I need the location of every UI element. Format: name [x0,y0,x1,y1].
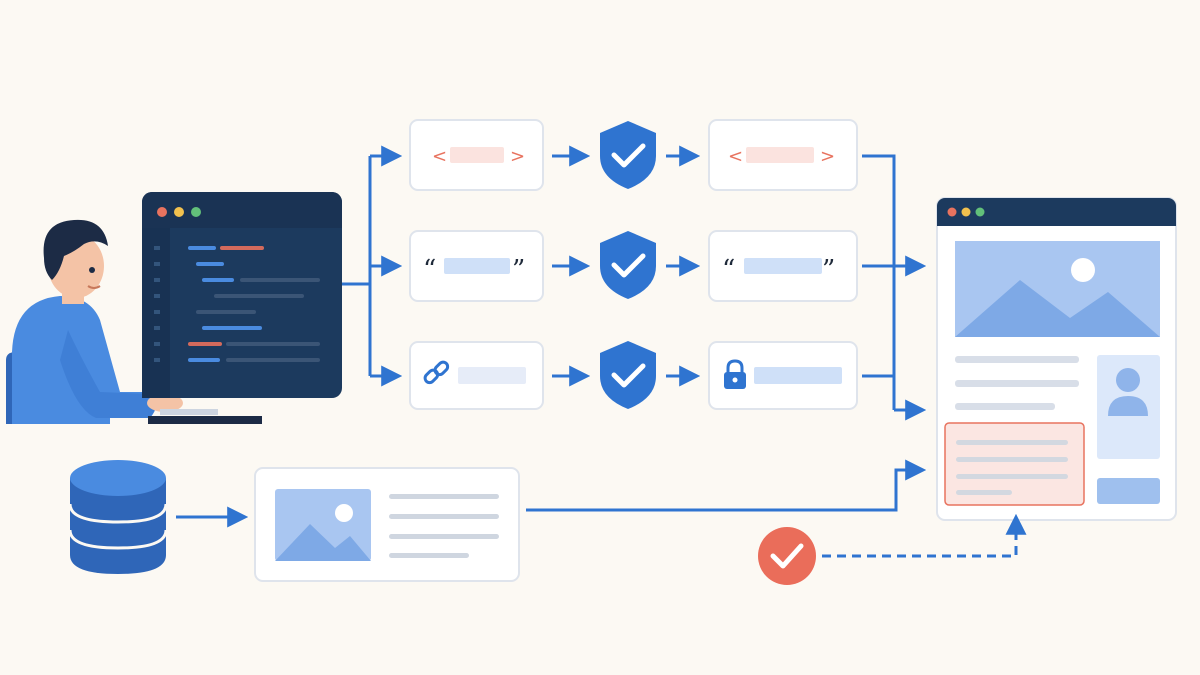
sanitized-content-block [944,422,1085,506]
code-editor-window [142,192,342,398]
quote-icon: “ [423,255,436,285]
developer-person-icon [6,219,262,424]
html-tag-icon: < [432,146,447,167]
sanitizer-row-html: < > < > [409,119,858,191]
browser-window [936,197,1177,521]
html-tag-icon: > [510,146,525,167]
html-tag-icon: > [820,146,835,167]
quote-icon: ” [512,255,525,285]
minimize-dot [174,207,184,217]
shield-check-icon [600,341,656,409]
action-button [1097,478,1160,504]
maximize-dot [191,207,201,217]
verification-dashed-arrow [822,513,1027,558]
input-connectors [342,145,403,387]
shield-check-icon [600,121,656,189]
sanitizer-row-url [409,341,858,410]
card-to-page-arrow [526,459,927,512]
link-icon [423,360,450,385]
avatar [1097,355,1160,459]
quote-icon: ” [822,255,835,285]
lock-icon [724,359,746,389]
database-icon [68,460,168,574]
image-icon [275,489,371,561]
output-connectors [862,154,927,421]
shield-check-icon [600,231,656,299]
quote-icon: “ [722,255,735,285]
html-tag-icon: < [728,146,743,167]
hero-image [955,241,1160,337]
sanitizer-row-quote: “ ” “ ” [409,230,858,302]
content-card [254,467,520,582]
close-dot [157,207,167,217]
check-badge-icon [758,527,816,585]
